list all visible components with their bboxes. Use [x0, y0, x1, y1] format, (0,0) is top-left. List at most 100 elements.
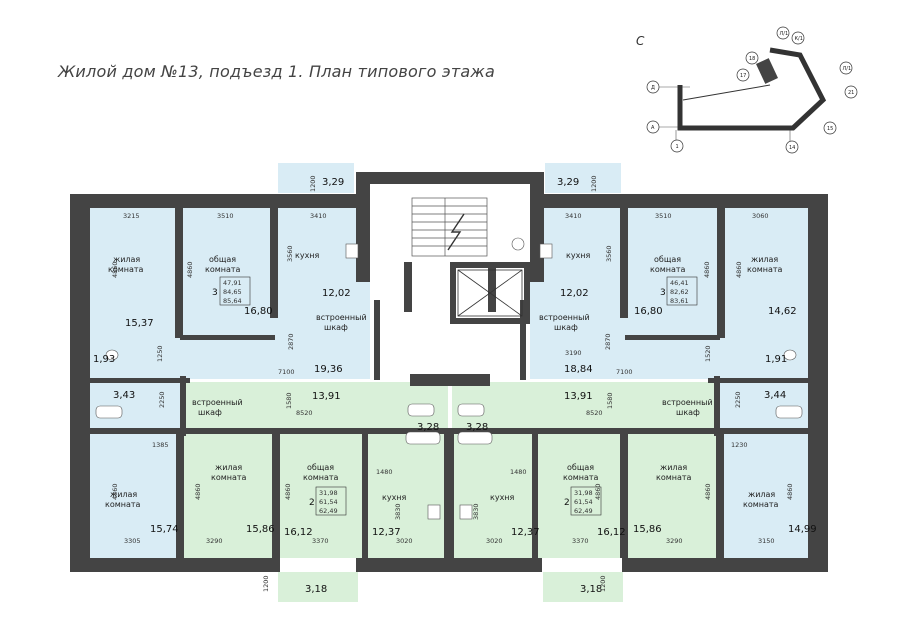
bottom-right-living-fill	[720, 430, 808, 558]
svg-text:3560: 3560	[605, 245, 613, 262]
svg-text:46,41: 46,41	[670, 279, 689, 287]
svg-text:2250: 2250	[158, 391, 166, 408]
svg-text:12,37: 12,37	[372, 527, 401, 538]
svg-text:19,36: 19,36	[314, 364, 343, 375]
svg-text:3,29: 3,29	[322, 177, 344, 188]
svg-text:16,80: 16,80	[634, 306, 663, 317]
svg-text:жилая: жилая	[660, 463, 687, 472]
plan-title: Жилой дом №13, подъезд 1. План типового …	[58, 62, 495, 81]
svg-text:общая: общая	[209, 255, 236, 264]
svg-text:1480: 1480	[376, 468, 393, 476]
svg-text:1200: 1200	[590, 175, 598, 192]
svg-text:жилая: жилая	[215, 463, 242, 472]
svg-text:общая: общая	[307, 463, 334, 472]
apartment-summary-top-right: 3 46,41 82,62 83,61	[660, 276, 698, 306]
svg-text:47,91: 47,91	[223, 279, 242, 287]
svg-text:4860: 4860	[786, 483, 794, 500]
svg-text:12,02: 12,02	[322, 288, 351, 299]
svg-text:3: 3	[212, 288, 218, 298]
svg-text:комната: комната	[747, 265, 783, 274]
svg-text:1,93: 1,93	[93, 354, 115, 365]
svg-text:3290: 3290	[666, 537, 683, 545]
fixtures	[95, 237, 803, 520]
svg-text:3060: 3060	[752, 212, 769, 220]
north-label: С	[636, 34, 645, 48]
svg-text:жилая: жилая	[113, 255, 140, 264]
svg-text:общая: общая	[654, 255, 681, 264]
svg-text:комната: комната	[743, 500, 779, 509]
svg-text:31,98: 31,98	[574, 489, 593, 497]
svg-text:4860: 4860	[186, 261, 194, 278]
svg-text:3: 3	[660, 288, 666, 298]
room-fills	[90, 163, 808, 602]
svg-text:4860: 4860	[704, 483, 712, 500]
svg-text:3190: 3190	[565, 349, 582, 357]
svg-text:15,37: 15,37	[125, 318, 154, 329]
svg-text:21: 21	[848, 90, 854, 96]
svg-text:84,65: 84,65	[223, 288, 242, 296]
svg-text:3,28: 3,28	[466, 422, 488, 433]
svg-text:1230: 1230	[731, 441, 748, 449]
svg-text:62,49: 62,49	[319, 507, 338, 515]
svg-text:К/1: К/1	[795, 36, 803, 42]
svg-text:3370: 3370	[312, 537, 329, 545]
svg-text:3510: 3510	[655, 212, 672, 220]
walls	[70, 172, 828, 572]
apartment-summary-bottom-right: 2 31,98 61,54 62,49	[564, 486, 602, 516]
svg-text:16,12: 16,12	[284, 527, 313, 538]
svg-text:встроенный: встроенный	[662, 398, 713, 407]
svg-text:3410: 3410	[310, 212, 327, 220]
svg-text:15,86: 15,86	[633, 524, 662, 535]
dimensions: 3215 3510 3410 3410 3510 3060 7100 7100 …	[111, 175, 794, 592]
svg-text:комната: комната	[108, 265, 144, 274]
svg-text:83,61: 83,61	[670, 297, 689, 305]
svg-text:1385: 1385	[152, 441, 169, 449]
svg-text:85,64: 85,64	[223, 297, 242, 305]
svg-text:3370: 3370	[572, 537, 589, 545]
svg-text:3,29: 3,29	[557, 177, 579, 188]
svg-text:7100: 7100	[278, 368, 295, 376]
svg-text:2870: 2870	[604, 333, 612, 350]
svg-text:12,37: 12,37	[511, 527, 540, 538]
apartment-bottom-left-fill	[180, 382, 448, 558]
svg-text:1580: 1580	[606, 392, 614, 409]
apartment-top-right-fill	[530, 207, 808, 379]
svg-text:3410: 3410	[565, 212, 582, 220]
svg-text:3,18: 3,18	[580, 584, 602, 595]
svg-text:18,84: 18,84	[564, 364, 593, 375]
svg-text:жилая: жилая	[751, 255, 778, 264]
svg-text:2870: 2870	[287, 333, 295, 350]
svg-text:комната: комната	[656, 473, 692, 482]
svg-text:А: А	[651, 125, 655, 131]
svg-text:8520: 8520	[296, 409, 313, 417]
svg-text:3510: 3510	[217, 212, 234, 220]
svg-text:3215: 3215	[123, 212, 140, 220]
svg-text:14,62: 14,62	[768, 306, 797, 317]
svg-text:кухня: кухня	[490, 493, 515, 502]
svg-text:3,18: 3,18	[305, 584, 327, 595]
svg-text:3020: 3020	[486, 537, 503, 545]
svg-text:1200: 1200	[309, 175, 317, 192]
svg-text:31,98: 31,98	[319, 489, 338, 497]
svg-text:встроенный: встроенный	[192, 398, 243, 407]
room-areas: 15,37 16,80 12,02 1,93 3,43 19,36 13,91 …	[93, 177, 817, 595]
svg-text:встроенный: встроенный	[316, 313, 367, 322]
svg-text:1200: 1200	[599, 575, 607, 592]
svg-text:3290: 3290	[206, 537, 223, 545]
apartment-bottom-right-fill	[452, 382, 720, 558]
svg-text:15,86: 15,86	[246, 524, 275, 535]
svg-text:кухня: кухня	[382, 493, 407, 502]
svg-text:Л/1: Л/1	[780, 31, 789, 37]
svg-text:3,44: 3,44	[764, 390, 786, 401]
svg-text:кухня: кухня	[566, 251, 591, 260]
svg-text:комната: комната	[303, 473, 339, 482]
room-labels: жилая комната общая комната кухня встрое…	[105, 251, 783, 509]
key-plan: С Л/1 К/1 18 17 Л/1 21 Д А 1 14 15	[636, 26, 858, 154]
svg-text:жилая: жилая	[748, 490, 775, 499]
svg-text:4860: 4860	[111, 483, 119, 500]
svg-text:шкаф: шкаф	[198, 408, 222, 417]
svg-text:14: 14	[789, 145, 795, 151]
svg-text:3020: 3020	[396, 537, 413, 545]
svg-text:3305: 3305	[124, 537, 141, 545]
